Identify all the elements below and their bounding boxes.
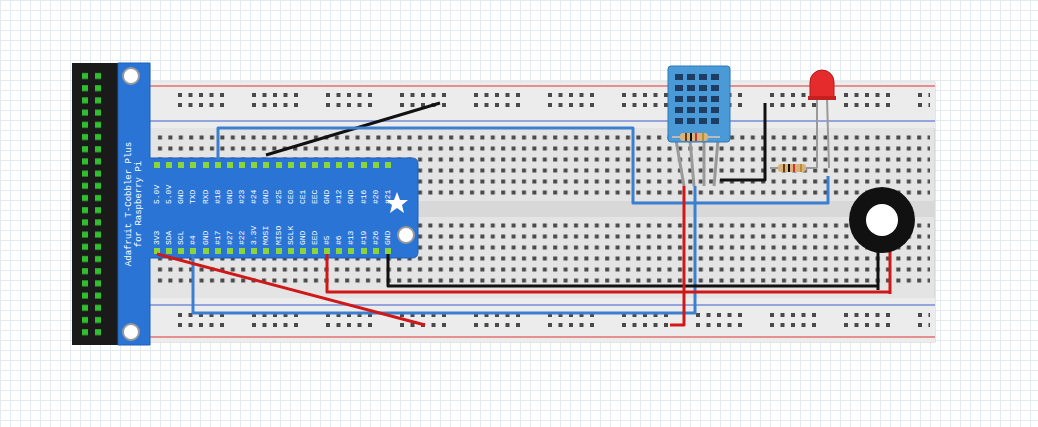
pin-label: 3V3 — [153, 231, 161, 245]
pin-label: #12 — [335, 190, 343, 204]
pin-label: #20 — [372, 190, 380, 204]
pin-label: CE1 — [299, 190, 307, 204]
pin-label: #26 — [372, 231, 380, 245]
pin-label: TXD — [189, 190, 197, 204]
pin-label: #13 — [347, 231, 355, 245]
cobbler-board: Adafruit T-Cobbler Plus for Raspberry Pi — [118, 63, 150, 345]
pin-label: #24 — [250, 190, 258, 204]
pin-label: GND — [323, 190, 331, 204]
pin-label: #4 — [189, 235, 197, 245]
pin-label: GND — [262, 190, 270, 204]
pin-label: #6 — [335, 235, 343, 245]
pin-label: GND — [347, 190, 355, 204]
pin-label: #16 — [360, 190, 368, 204]
pin-label: SCL — [177, 231, 185, 245]
pin-label: #17 — [214, 231, 222, 245]
pin-label: CE0 — [287, 190, 295, 204]
pin-label: 5.0V — [165, 185, 173, 204]
pin-label: GND — [202, 231, 210, 245]
pin-label: GND — [384, 231, 392, 245]
pin-label: 3.3V — [250, 226, 258, 245]
pin-label: MOSI — [262, 226, 270, 245]
pin-label: #23 — [238, 190, 246, 204]
pin-label: SCLK — [287, 226, 295, 245]
board-title: Adafruit T-Cobbler Plus for Raspberry Pi — [124, 137, 145, 271]
pin-label: MISO — [275, 226, 283, 245]
wires — [157, 103, 890, 325]
pin-label: #5 — [323, 235, 331, 245]
pin-label: GND — [177, 190, 185, 204]
resistor-symbol — [770, 164, 817, 172]
pin-label: 5.0V — [153, 185, 161, 204]
led-symbol — [808, 70, 836, 168]
pin-label: EED — [311, 231, 319, 245]
pin-label: RXD — [202, 190, 210, 204]
pin-label: #22 — [238, 231, 246, 245]
buzzer-symbol — [849, 187, 915, 294]
pin-label: #18 — [214, 190, 222, 204]
pin-label: #21 — [384, 190, 392, 204]
pin-label: #19 — [360, 231, 368, 245]
pin-label: EEC — [311, 190, 319, 204]
pin-label: GND — [299, 231, 307, 245]
pin-label: SDA — [165, 231, 173, 245]
pin-label: #27 — [226, 231, 234, 245]
pin-label: #25 — [275, 190, 283, 204]
pin-label: GND — [226, 190, 234, 204]
dht-sensor — [668, 66, 730, 186]
